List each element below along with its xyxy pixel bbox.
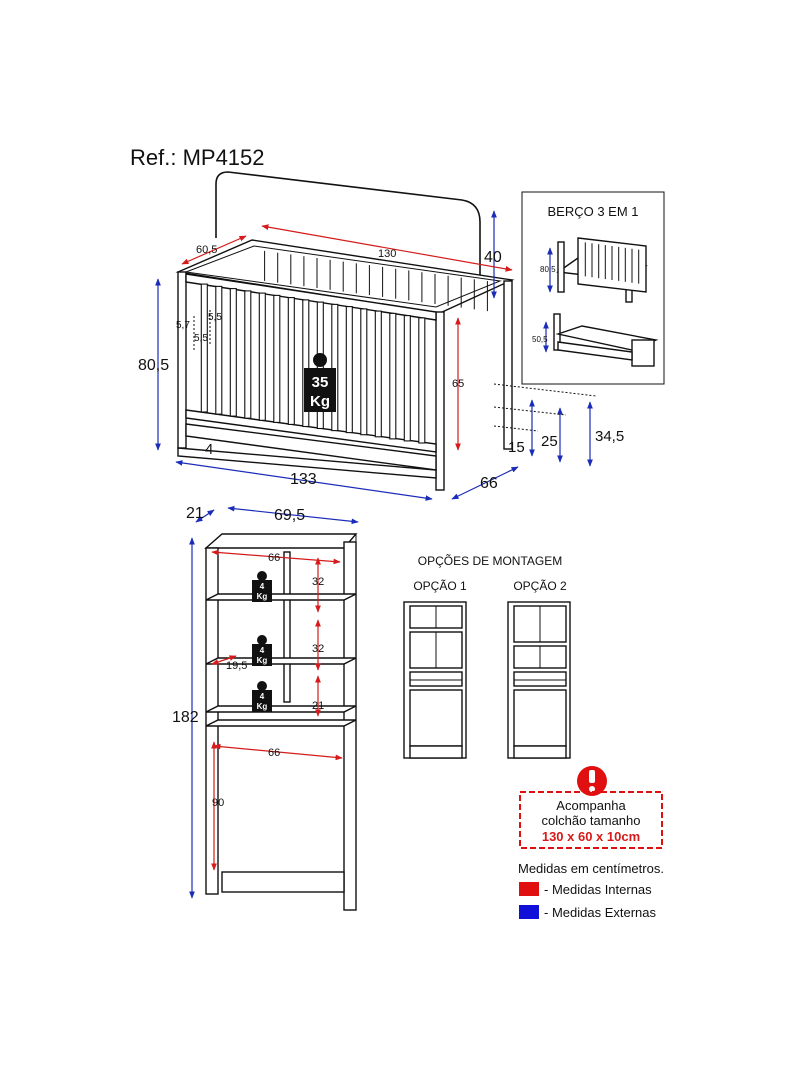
cabinet-inner-width-bottom-label: 66: [268, 747, 280, 759]
crib-gap-55a-label: 5,5: [208, 312, 222, 323]
crib-slat: [258, 292, 266, 421]
crib-gap-55b-label: 5,5: [194, 333, 208, 344]
crib-slat: [302, 299, 310, 428]
crib-dimensions: [155, 210, 597, 501]
cabinet-weight-icon-2: 4 Kg: [252, 635, 272, 666]
crib-h25-label: 25: [541, 433, 558, 450]
crib-slat: [273, 294, 281, 423]
crib-h345-label: 34,5: [595, 428, 624, 445]
legend-internal-swatch: [519, 882, 539, 896]
berco-h1-label: 80,5: [540, 265, 556, 274]
crib-slat: [403, 315, 411, 442]
crib-slat: [418, 317, 426, 444]
legend-title: Medidas em centímetros.: [518, 861, 664, 876]
legend-internal-label: - Medidas Internas: [544, 882, 652, 897]
crib-width-label: 133: [290, 471, 317, 488]
crib-depth-label: 66: [480, 475, 498, 492]
notice-line-3: 130 x 60 x 10cm: [542, 829, 640, 844]
crib-slats: [200, 283, 426, 444]
crib-slat: [215, 285, 223, 415]
option-1-label: OPÇÃO 1: [413, 579, 467, 593]
option-2-drawing: [507, 601, 571, 759]
crib-slat: [360, 308, 368, 436]
crib-slat: [331, 303, 339, 432]
cabinet-depth-label: 21: [186, 505, 204, 522]
mini-crib-slats: [584, 242, 640, 284]
crib-inner-depth-label: 60,5: [196, 244, 217, 256]
cabinet-drawing: [204, 533, 358, 911]
cabinet-weight-unit-1: Kg: [257, 592, 268, 601]
crib-base-label: 4: [205, 441, 213, 458]
crib-slat: [389, 312, 397, 440]
cabinet-weight-number-2: 4: [260, 646, 265, 655]
crib-inner-length-label: 130: [378, 248, 396, 260]
notice-line-2: colchão tamanho: [541, 813, 640, 828]
berco-h2-label: 50,5: [532, 335, 548, 344]
crib-rail-height-label: 40: [484, 249, 502, 266]
berco-box: BERÇO 3 EM 1 80,5 50,5: [521, 191, 665, 385]
crib-slat: [229, 288, 237, 417]
mini-bed: 50,5: [532, 313, 659, 367]
crib-inner-height-label: 65: [452, 378, 464, 390]
legend-external-label: - Medidas Externas: [544, 905, 656, 920]
cabinet-weight-unit-3: Kg: [257, 702, 268, 711]
crib-height-label: 80,5: [138, 357, 169, 374]
crib-slat: [244, 290, 252, 419]
cabinet-inner-width-top-label: 66: [268, 552, 280, 564]
crib-drawing: [175, 171, 515, 491]
crib-slat: [345, 306, 353, 434]
option-1-drawing: [403, 601, 467, 759]
option-2-label: OPÇÃO 2: [513, 579, 567, 593]
crib-h15-label: 15: [508, 439, 525, 456]
warning-icon: [577, 766, 607, 796]
cabinet-weight-unit-2: Kg: [257, 656, 268, 665]
notice-line-1: Acompanha: [556, 798, 626, 813]
crib-weight-icon: 35 Kg: [304, 353, 336, 412]
mini-crib-1: 80,5: [540, 237, 648, 303]
cabinet-dimensions: [189, 505, 359, 899]
cabinet-weight-number-3: 4: [260, 692, 265, 701]
cabinet-weight-icon-1: 4 Kg: [252, 571, 272, 602]
cabinet-width-label: 69,5: [274, 507, 305, 524]
berco-box-title: BERÇO 3 EM 1: [547, 204, 638, 219]
cabinet-bottom-height-label: 90: [212, 797, 224, 809]
cabinet-shelf1-label: 32: [312, 576, 324, 588]
legend-external-swatch: [519, 905, 539, 919]
crib-slat: [200, 283, 208, 413]
cabinet-shelf3-label: 21: [312, 700, 324, 712]
crib-slat: [374, 310, 382, 438]
crib-weight-number: 35: [312, 374, 329, 391]
cabinet-height-label: 182: [172, 709, 199, 726]
cabinet-weight-icon-3: 4 Kg: [252, 681, 272, 712]
cabinet-inner-depth-label: 19,5: [226, 660, 247, 672]
cabinet-weight-number-1: 4: [260, 582, 265, 591]
cabinet-shelf2-label: 32: [312, 643, 324, 655]
montagem-title: OPÇÕES DE MONTAGEM: [418, 553, 562, 568]
reference-title: Ref.: MP4152: [130, 145, 265, 170]
crib-gap-57-label: 5,7: [176, 320, 190, 331]
crib-weight-unit: Kg: [310, 393, 330, 410]
crib-slat: [287, 297, 295, 425]
